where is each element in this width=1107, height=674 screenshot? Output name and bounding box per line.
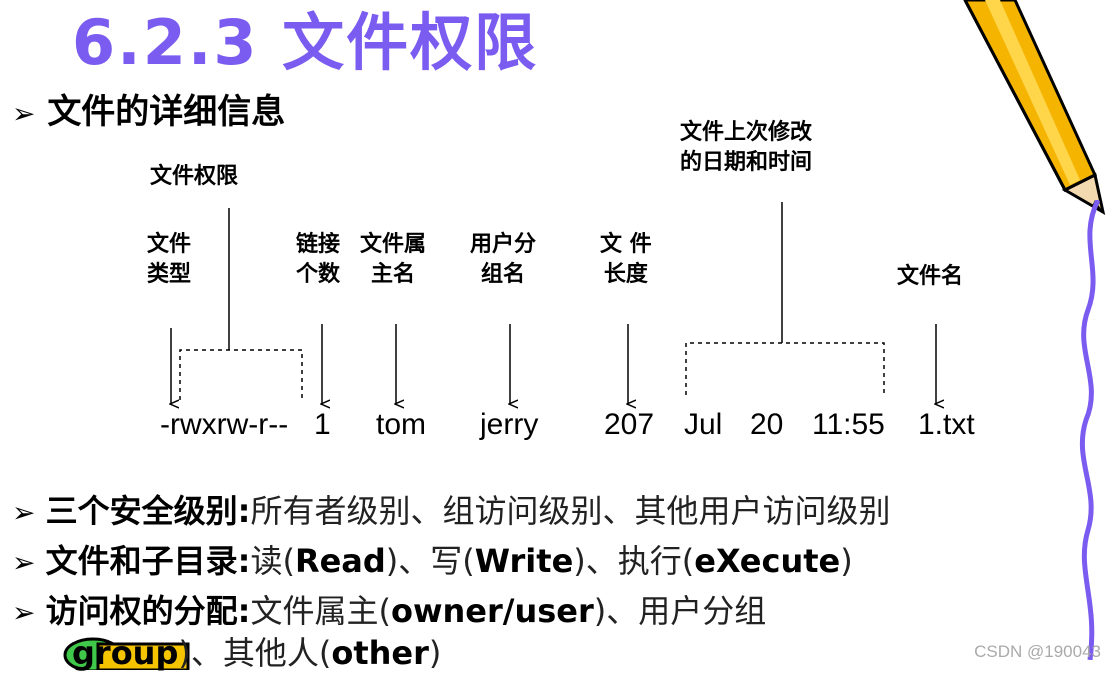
label-owner-name: 文件属 主名 bbox=[360, 232, 427, 287]
pencil-icon bbox=[963, 0, 1106, 215]
label-group-name: 用户分 组名 bbox=[470, 232, 537, 287]
label-file-type: 文件 类型 bbox=[147, 232, 192, 287]
bullet-icon: ➢ bbox=[12, 546, 36, 579]
squiggle-decoration-icon bbox=[1079, 200, 1101, 660]
bullet-access-assignment: ➢ 访问权的分配:文件属主(owner/user)、用户分组 bbox=[12, 592, 767, 630]
bullet-security-levels: ➢ 三个安全级别:所有者级别、组访问级别、其他用户访问级别 bbox=[12, 492, 891, 530]
bullet-icon: ➢ bbox=[12, 496, 36, 529]
label-file-length: 文 件 长度 bbox=[600, 232, 652, 287]
value-links: 1 bbox=[314, 408, 331, 441]
bullet-access-assignment-cont: group)、其他人(other) bbox=[72, 634, 442, 672]
value-day: 20 bbox=[750, 408, 784, 441]
label-file-name: 文件名 bbox=[897, 264, 964, 289]
label-link-count: 链接 个数 bbox=[296, 232, 341, 287]
value-permissions: -rwxrw-r-- bbox=[160, 408, 289, 441]
watermark: CSDN @190043 bbox=[974, 642, 1101, 661]
label-last-modified: 文件上次修改 的日期和时间 bbox=[680, 120, 813, 175]
bullet-icon: ➢ bbox=[12, 97, 36, 130]
value-time: 11:55 bbox=[812, 408, 885, 441]
subheading: ➢ 文件的详细信息 bbox=[12, 84, 285, 133]
value-month: Jul bbox=[684, 408, 723, 441]
subheading-text: 文件的详细信息 bbox=[47, 92, 286, 132]
bracket-last-modified bbox=[685, 342, 885, 395]
value-group: jerry bbox=[480, 408, 539, 441]
eraser-icon bbox=[63, 637, 190, 670]
page-title: 6.2.3 文件权限 bbox=[72, 6, 539, 79]
bullet-file-operations: ➢ 文件和子目录:读(Read)、写(Write)、执行(eXecute) bbox=[12, 542, 853, 580]
bullet-icon: ➢ bbox=[12, 596, 36, 629]
bracket-file-permission bbox=[179, 349, 303, 400]
value-size: 207 bbox=[604, 408, 655, 441]
value-owner: tom bbox=[376, 408, 427, 441]
label-file-permission: 文件权限 bbox=[150, 164, 239, 189]
value-name: 1.txt bbox=[918, 408, 975, 441]
